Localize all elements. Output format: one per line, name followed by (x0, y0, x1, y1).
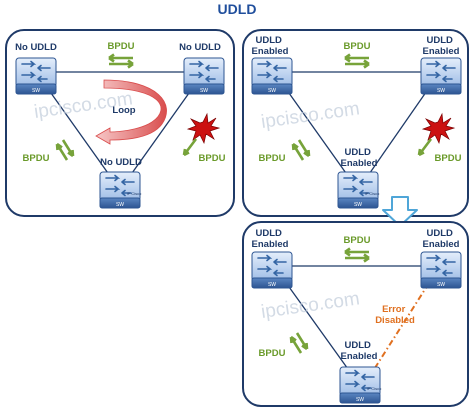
label-line: Enabled (341, 351, 378, 362)
bpdu-label-top: BPDU (108, 41, 135, 52)
switch-bottom-label: UDLD Enabled (341, 340, 378, 362)
panel-frame (5, 29, 235, 217)
bpdu-label-left: BPDU (23, 153, 50, 164)
switch-right-label: UDLD Enabled (423, 35, 460, 57)
switch-icon: SW (251, 251, 293, 289)
label-line: UDLD (344, 340, 371, 351)
switch-icon: IP Cisco SW (337, 171, 381, 209)
label-line: UDLD (344, 147, 371, 158)
single-arrow-right (417, 138, 433, 157)
switch-icon: SW (183, 57, 225, 95)
label-line: UDLD (426, 35, 453, 46)
switch-caption: SW (200, 88, 208, 94)
panel-udld-enabled: ipcisco.com BPDU BPDU BPDU UDLD Enabled … (242, 29, 469, 217)
switch-icon: SW (251, 57, 293, 95)
panel-error-disabled: ipcisco.com BPDU BPDU Error Disabled UDL… (242, 221, 469, 407)
switch-right-label: No UDLD (179, 42, 221, 53)
label-line: UDLD (255, 228, 282, 239)
panel-no-udld: ipcisco.com BPDU Loop BPDU BPDU No UDLD … (5, 29, 235, 217)
switch-caption: SW (437, 282, 445, 288)
switch-caption: SW (268, 282, 276, 288)
label-line: Enabled (252, 46, 289, 57)
switch-caption: SW (437, 88, 445, 94)
switch-caption: SW (354, 202, 362, 208)
label-line: Enabled (252, 239, 289, 250)
bpdu-label-top: BPDU (344, 41, 371, 52)
panel-frame (242, 221, 469, 407)
switch-left-label: No UDLD (15, 42, 57, 53)
label-line: Error (382, 304, 406, 315)
bpdu-label-right: BPDU (435, 153, 462, 164)
switch-right-label: UDLD Enabled (423, 228, 460, 250)
bpdu-label-left: BPDU (259, 348, 286, 359)
bpdu-label-top: BPDU (344, 235, 371, 246)
loop-arrow-icon (95, 79, 167, 145)
single-arrow-right (182, 138, 198, 157)
blocked-burst-icon (421, 112, 456, 145)
error-disabled-link (365, 271, 437, 383)
label-line: Enabled (341, 158, 378, 169)
switch-caption: SW (32, 88, 40, 94)
label-line: UDLD (426, 228, 453, 239)
loop-label: Loop (112, 105, 135, 116)
switch-bottom-label: UDLD Enabled (341, 147, 378, 169)
label-line: Enabled (423, 239, 460, 250)
switch-icon: SW (420, 57, 462, 95)
switch-left-label: UDLD Enabled (252, 35, 289, 57)
bidirectional-arrow-top (344, 53, 370, 69)
error-disabled-label: Error Disabled (375, 304, 415, 326)
switch-brand: IP Cisco (127, 191, 143, 196)
bidirectional-arrow-left (289, 332, 309, 354)
blocked-burst-icon (186, 112, 221, 145)
switch-brand: IP Cisco (367, 386, 383, 391)
switch-caption: SW (116, 202, 124, 208)
label-line: Enabled (423, 46, 460, 57)
bidirectional-arrow-left (55, 139, 75, 161)
bidirectional-arrow-top (108, 53, 134, 69)
bidirectional-arrow-top (344, 247, 370, 263)
label-line: UDLD (255, 35, 282, 46)
diagram-title: UDLD (218, 1, 257, 17)
switch-caption: SW (268, 88, 276, 94)
panel-frame (242, 29, 469, 217)
switch-icon: IP Cisco SW (99, 171, 143, 209)
switch-brand: IP Cisco (365, 191, 381, 196)
label-line: Disabled (375, 315, 415, 326)
switch-icon: SW (15, 57, 57, 95)
bpdu-label-right: BPDU (199, 153, 226, 164)
switch-icon: IP Cisco SW (339, 366, 383, 404)
switch-icon: SW (420, 251, 462, 289)
bidirectional-arrow-left (291, 139, 311, 161)
bpdu-label-left: BPDU (259, 153, 286, 164)
transition-down-arrow-icon (382, 196, 418, 227)
switch-left-label: UDLD Enabled (252, 228, 289, 250)
switch-bottom-label: No UDLD (100, 157, 142, 168)
switch-caption: SW (356, 397, 364, 403)
